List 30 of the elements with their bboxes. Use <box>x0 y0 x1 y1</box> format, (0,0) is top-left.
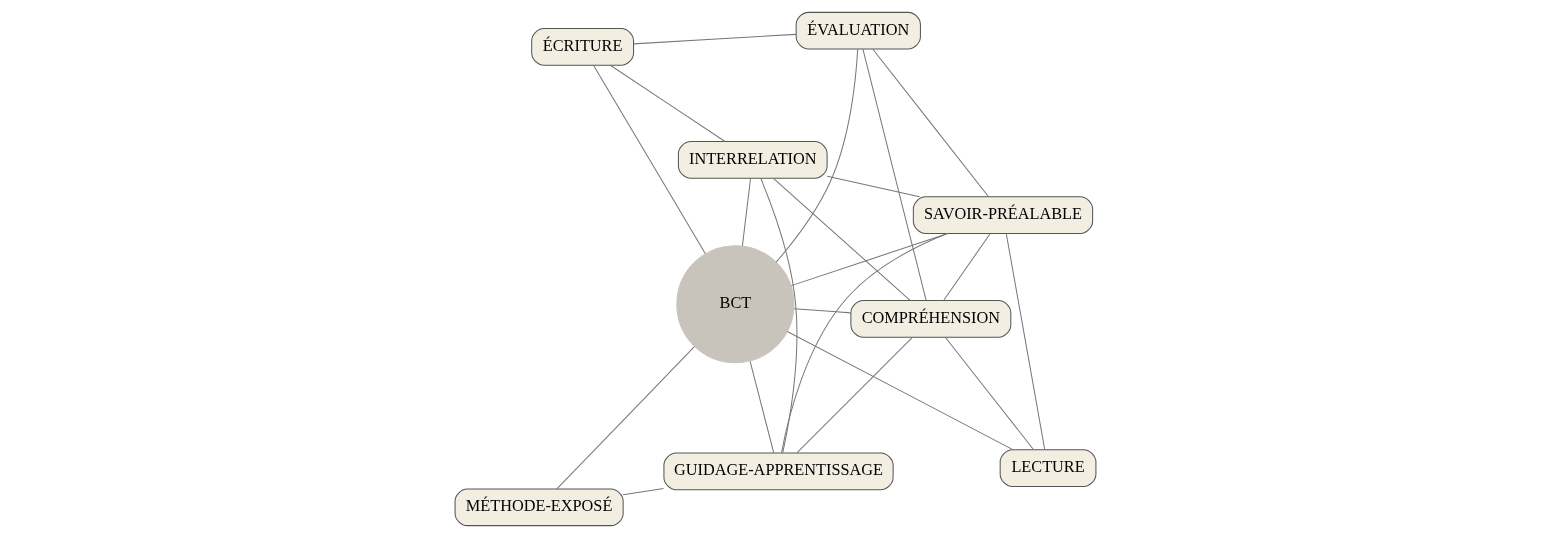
node-box: MÉTHODE-EXPOSÉ <box>454 488 624 527</box>
node-box: SAVOIR-PRÉALABLE <box>912 196 1094 234</box>
connector <box>609 64 726 142</box>
connector <box>944 336 1034 450</box>
connector <box>826 175 921 198</box>
node-box: GUIDAGE-APPRENTISSAGE <box>663 452 894 491</box>
connector <box>781 232 948 454</box>
connector <box>790 233 949 287</box>
connector <box>1005 233 1046 450</box>
connector <box>760 178 798 454</box>
node-box: INTERRELATION <box>677 141 828 179</box>
connector <box>872 48 990 198</box>
connector <box>943 233 991 301</box>
connector <box>633 33 797 45</box>
connector <box>862 48 927 301</box>
connector <box>556 346 695 490</box>
connector <box>775 48 859 263</box>
connector <box>786 331 1014 451</box>
node-box: ÉCRITURE <box>531 28 635 66</box>
connector <box>622 488 665 496</box>
connector <box>772 177 911 301</box>
node-box: ÉVALUATION <box>795 11 921 50</box>
connector <box>749 360 775 454</box>
connector <box>741 178 752 247</box>
node-box: COMPRÉHENSION <box>850 300 1012 338</box>
node-box: LECTURE <box>999 449 1097 487</box>
connector <box>796 336 913 454</box>
connector <box>793 308 852 314</box>
connector <box>593 64 706 255</box>
node-circle: BCT <box>676 245 795 364</box>
